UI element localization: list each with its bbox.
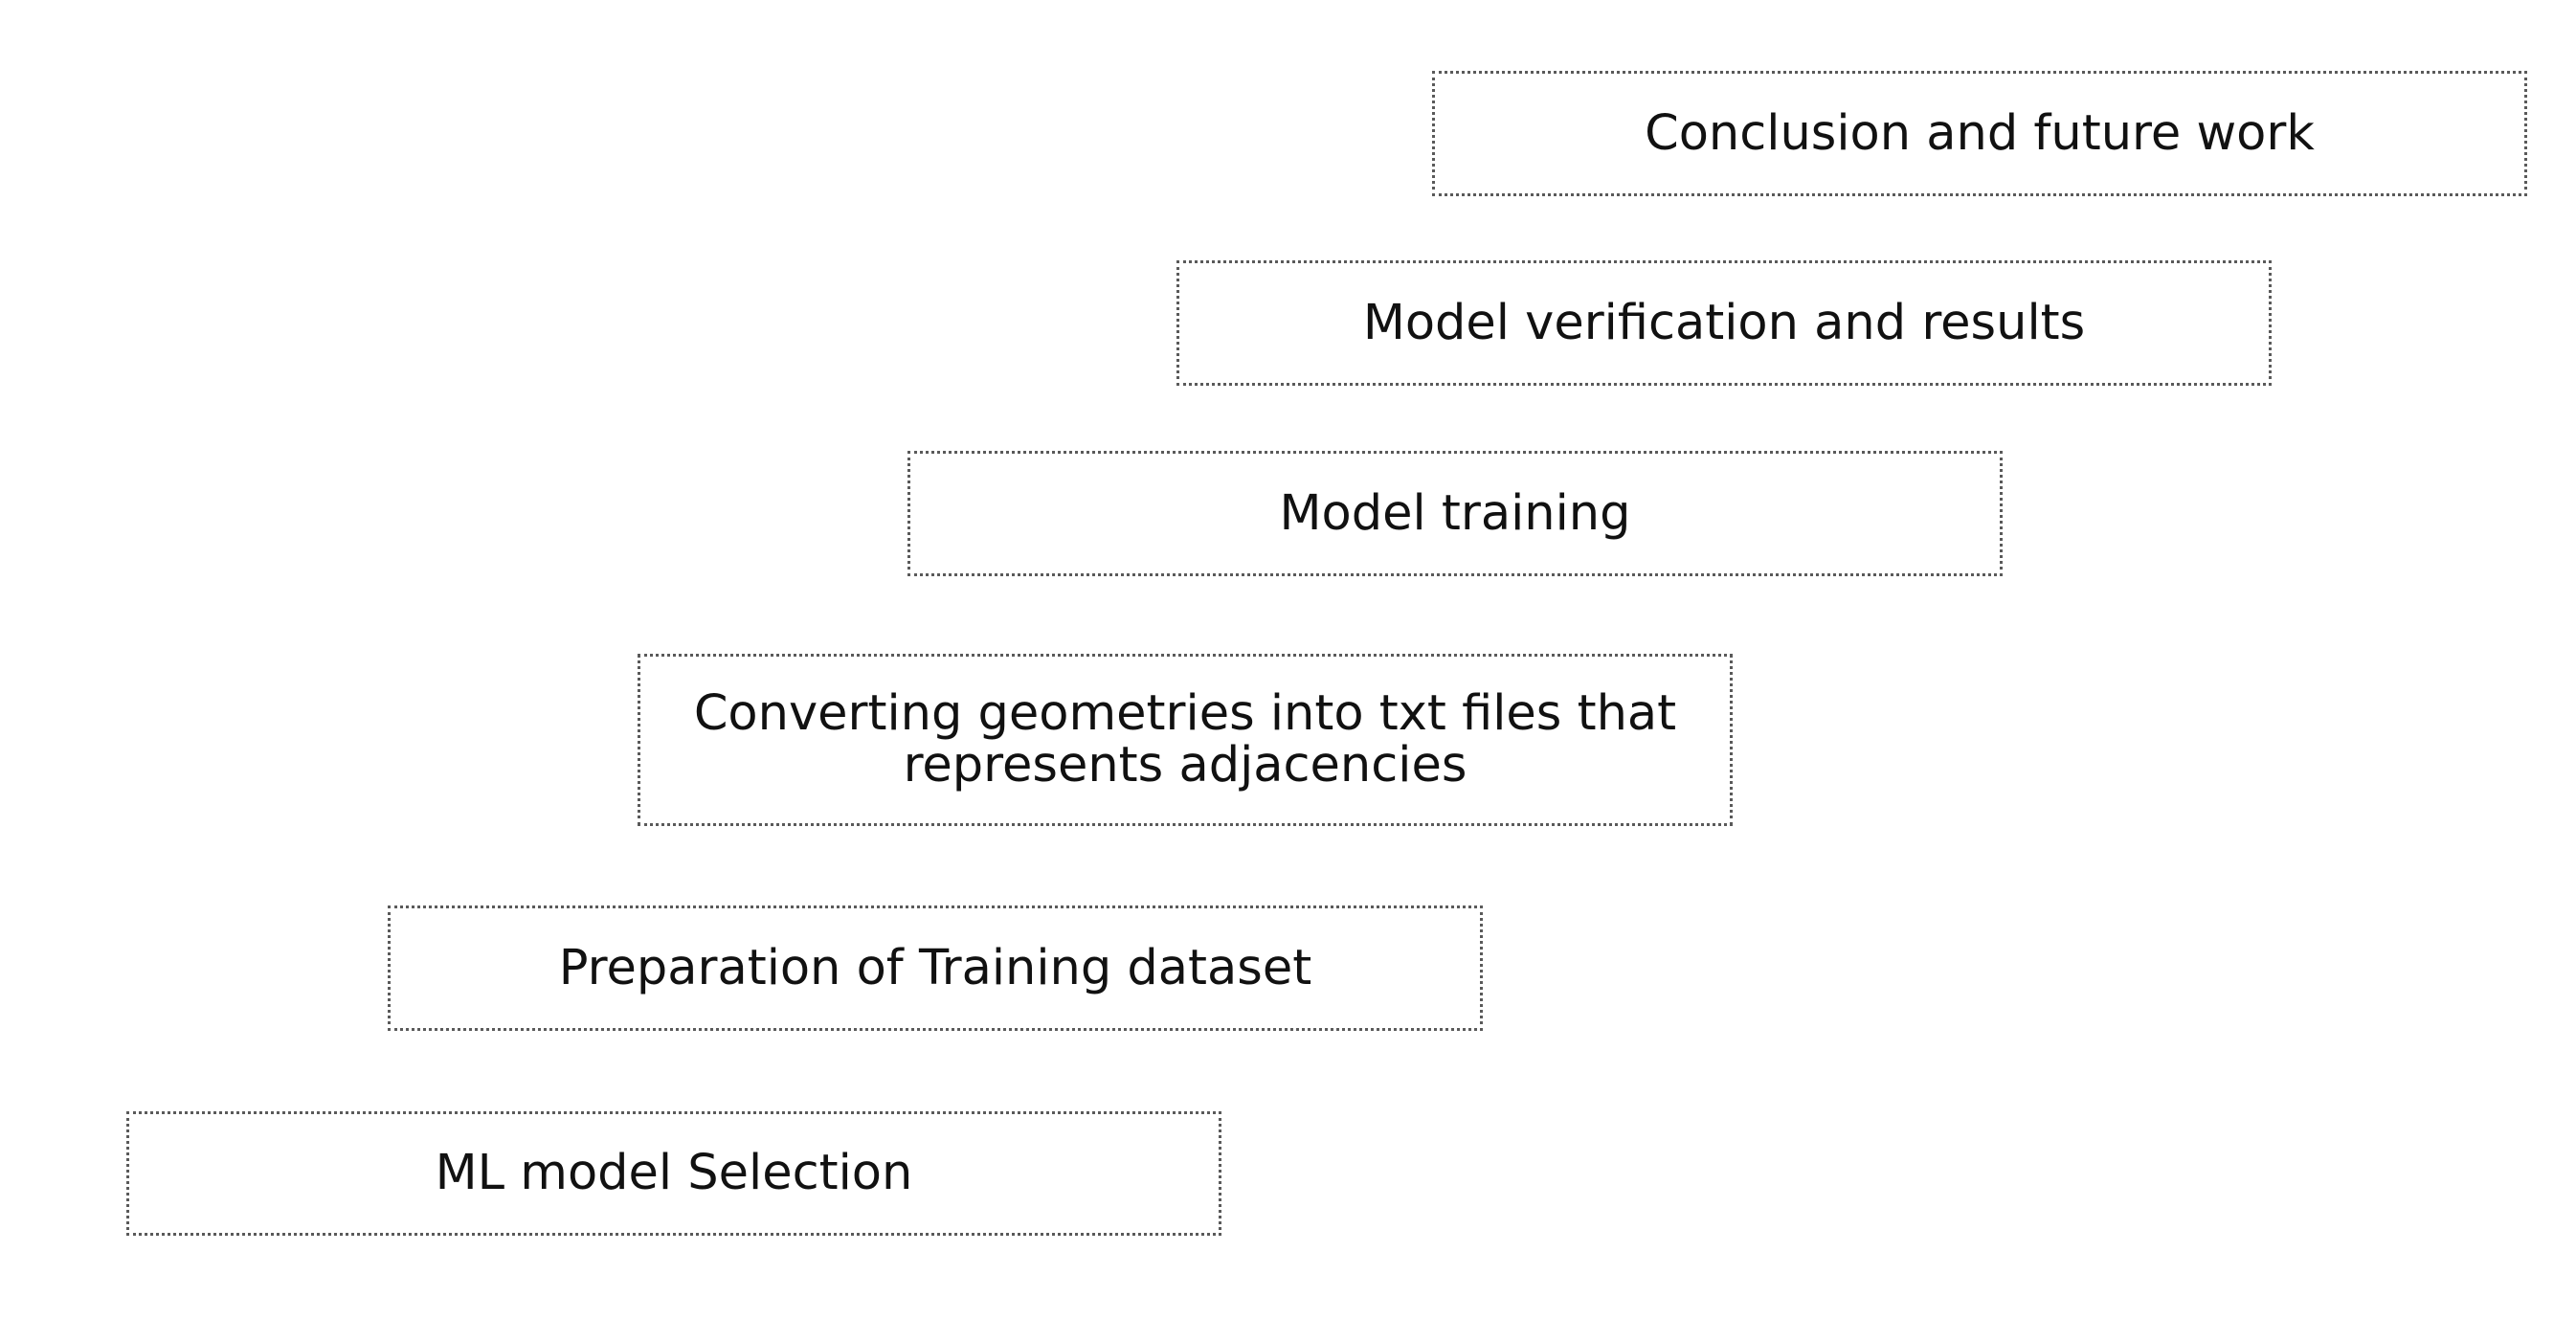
step-label: Model verification and results xyxy=(1362,294,2086,351)
step-conclusion-and-future-work: Conclusion and future work xyxy=(1432,71,2527,196)
step-label: Model training xyxy=(1279,484,1631,542)
step-preparation-of-training-dataset: Preparation of Training dataset xyxy=(388,905,1483,1031)
step-label: Conclusion and future work xyxy=(1645,104,2315,162)
step-model-training: Model training xyxy=(907,451,2003,576)
step-ml-model-selection: ML model Selection xyxy=(126,1111,1221,1236)
step-converting-geometries: Converting geometries into txt files tha… xyxy=(638,654,1733,826)
step-model-verification-and-results: Model verification and results xyxy=(1176,260,2272,386)
step-label: Preparation of Training dataset xyxy=(558,939,1312,996)
step-label: Converting geometries into txt files tha… xyxy=(693,685,1677,794)
step-label: ML model Selection xyxy=(435,1145,913,1202)
